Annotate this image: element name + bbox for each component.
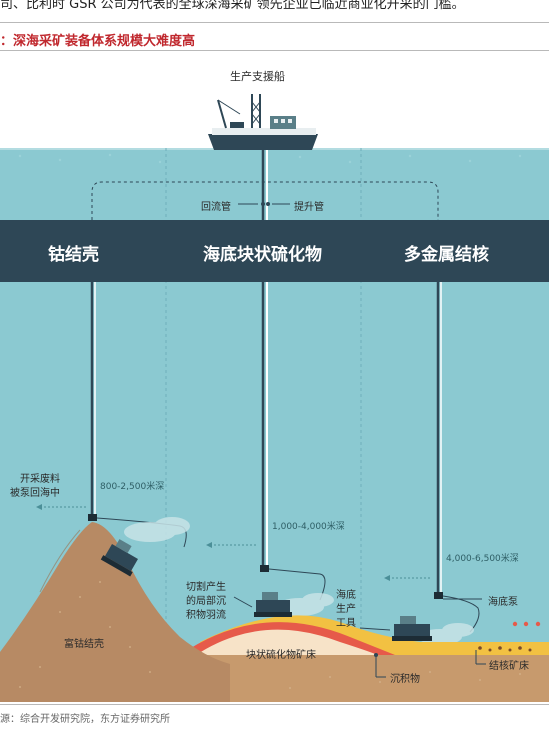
waste-label-line2: 被泵回海中 [10, 488, 60, 499]
plume-label-line1: 切割产生 [186, 582, 226, 593]
tool-label-line1: 海底 [336, 590, 356, 601]
label-band [0, 220, 549, 282]
sediment-label: 沉积物 [390, 674, 420, 685]
sulfide-deposit-label: 块状硫化物矿床 [246, 650, 316, 661]
deep-sea-mining-diagram [0, 52, 549, 702]
title-divider [0, 50, 549, 51]
top-divider [0, 22, 549, 23]
band-label-sulfide: 海底块状硫化物 [203, 245, 322, 265]
pump-label: 海底泵 [488, 597, 518, 608]
band-label-nodule: 多金属结核 [404, 245, 489, 265]
pipe-distribution-bracket [91, 181, 439, 220]
crust-body-label: 富钴结壳 [64, 639, 104, 650]
depth-sulfide: 1,000-4,000米深 [272, 522, 345, 532]
cobalt-crust-seamount [0, 522, 230, 702]
bottom-divider [0, 704, 549, 705]
depth-crust: 800-2,500米深 [100, 482, 165, 492]
tool-label-line2: 生产 [336, 604, 356, 615]
crust-mining-tool-icon [100, 539, 138, 577]
nodule-field-label: 结核矿床 [489, 661, 529, 672]
intro-text: 司、比利时 GSR 公司为代表的全球深海采矿领先企业已临近商业化开采的门槛。 [0, 0, 465, 12]
figure-title: ：深海采矿装备体系规模大难度高 [0, 34, 196, 49]
plume-label-line3: 积物羽流 [186, 610, 226, 621]
support-ship-icon [208, 94, 318, 150]
return-pipe-label: 回流管 [201, 202, 231, 213]
tool-label-line3: 工具 [336, 618, 356, 629]
ship-label: 生产支援船 [230, 70, 285, 83]
source-note: 源：综合开发研究院，东方证券研究所 [0, 714, 170, 725]
sulfide-cutting-tool-icon [254, 592, 292, 617]
riser-pipe-label: 提升管 [294, 202, 324, 213]
band-label-crust: 钴结壳 [48, 245, 99, 265]
waste-label-line1: 开采废料 [20, 474, 60, 485]
depth-nodule: 4,000-6,500米深 [446, 554, 519, 564]
plume-label-line2: 的局部沉 [186, 596, 226, 607]
nodule-collector-tool-icon [392, 616, 432, 641]
sulfide-mound-core [196, 629, 378, 655]
